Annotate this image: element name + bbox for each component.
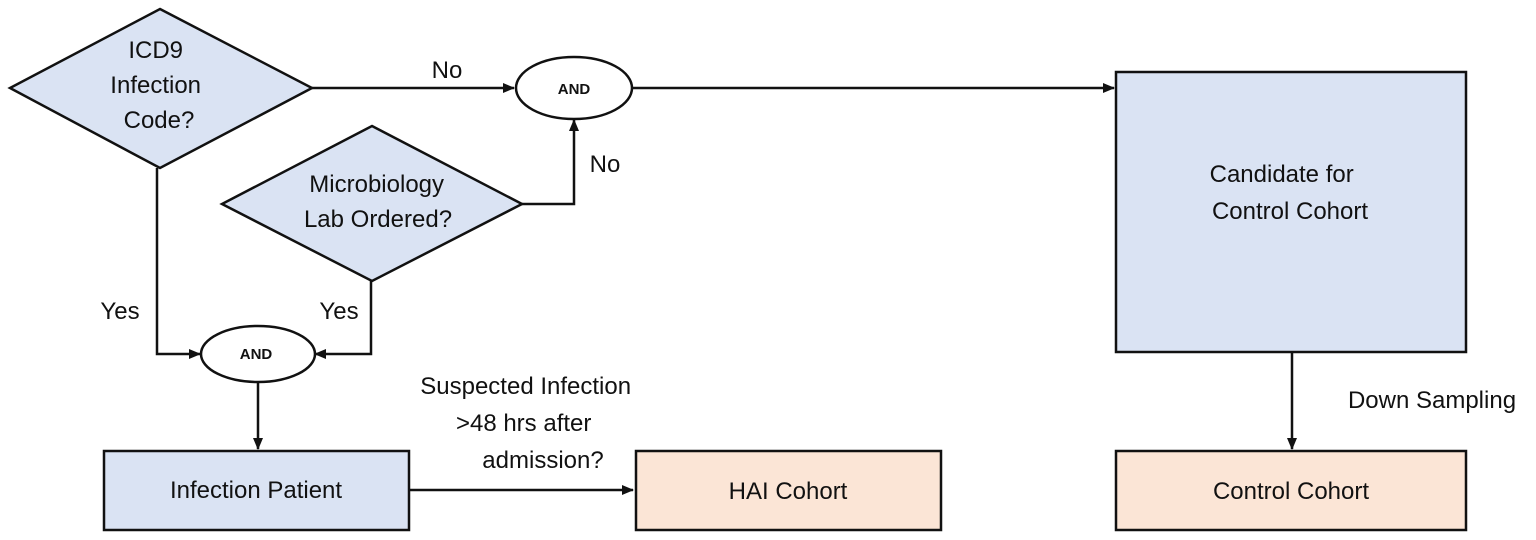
edge-label-suspected-line2: >48 hrs after (456, 410, 591, 437)
edge-micro-to-and-top (522, 119, 579, 206)
infection-patient-box: Infection Patient (102, 449, 411, 532)
svg-text:Suspected Infection >48 hr: Suspected Infection >48 hrs after admiss… (420, 373, 637, 474)
control-cohort-rect (1114, 449, 1468, 532)
and-gate-bottom: AND (199, 324, 317, 384)
and-gate-bottom-label: AND (240, 346, 273, 363)
svg-text:ICD9 Infection Cod: ICD9 Infection Code? (110, 37, 207, 134)
candidate-label-line2: Control Cohort (1212, 198, 1368, 225)
edge-label-micro-no: No (590, 151, 621, 178)
icd9-decision: ICD9 Infection Code? (7, 7, 315, 170)
candidate-box: Candidate for Control Cohort (1114, 70, 1468, 354)
micro-label-line1: Microbiology (309, 171, 444, 198)
micro-label-line2: Lab Ordered? (304, 206, 452, 233)
micro-diamond (219, 124, 525, 283)
edge-icd9-to-and-bottom (155, 168, 201, 359)
control-cohort-box: Control Cohort (1114, 449, 1468, 532)
edge-label-suspected-line1: Suspected Infection (420, 373, 631, 400)
icd9-label-line2: Infection (110, 72, 201, 99)
edge-label-micro-yes: Yes (319, 298, 358, 325)
hai-cohort-box: HAI Cohort (634, 449, 943, 532)
candidate-label-line1: Candidate for (1210, 161, 1354, 188)
control-cohort-label: Control Cohort (1213, 478, 1369, 505)
and-gate-top-label: AND (558, 81, 591, 98)
hai-cohort-rect (634, 449, 943, 532)
candidate-rect (1114, 70, 1468, 354)
infection-patient-rect (102, 449, 411, 532)
svg-text:Candidate for Control Co: Candidate for Control Cohort (1210, 161, 1369, 225)
edge-label-down-sampling: Down Sampling (1348, 387, 1516, 414)
and-gate-top-ellipse (514, 55, 634, 121)
edge-label-suspected-line3: admission? (482, 447, 603, 474)
and-gate-top: AND (514, 55, 634, 121)
icd9-diamond (7, 7, 315, 170)
and-gate-bottom-ellipse (199, 324, 317, 384)
edge-label-icd9-no: No (432, 57, 463, 84)
icd9-label-line1: ICD9 (128, 37, 183, 64)
edge-micro-to-and-bottom (314, 281, 373, 359)
svg-text:Microbiology Lab Ordered: Microbiology Lab Ordered? (304, 171, 452, 233)
hai-cohort-label: HAI Cohort (729, 478, 848, 505)
micro-decision: Microbiology Lab Ordered? (219, 124, 525, 283)
icd9-label-line3: Code? (124, 107, 195, 134)
infection-patient-label: Infection Patient (170, 477, 342, 504)
edge-label-icd9-yes: Yes (100, 298, 139, 325)
